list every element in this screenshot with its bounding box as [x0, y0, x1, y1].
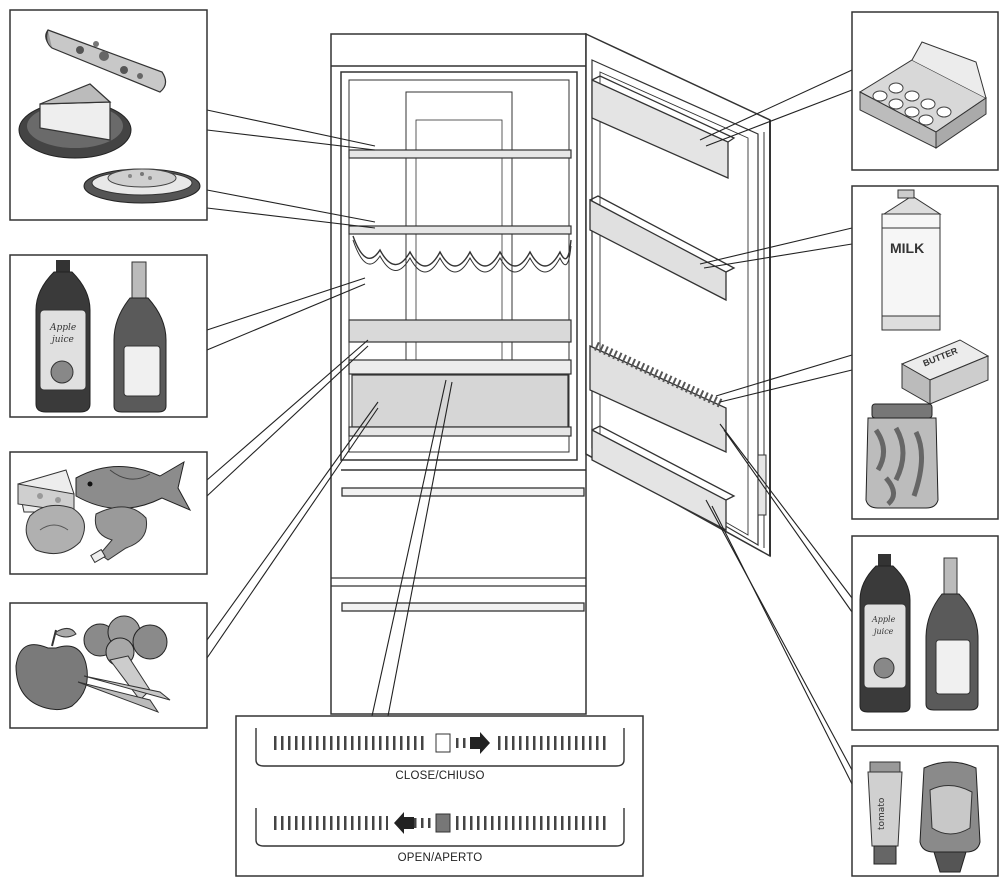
leader-eggs-b [705, 89, 853, 147]
open-slider-track [414, 818, 434, 828]
callout-leftovers [9, 9, 208, 221]
leader-meat-a [206, 339, 369, 481]
door-bin-middle-rim [589, 195, 736, 273]
leader-lines [206, 69, 853, 785]
apple-icon [15, 628, 88, 711]
humidity-open-tray [255, 808, 625, 847]
callout-dairy [851, 185, 999, 520]
leader-crisper-b [206, 407, 379, 659]
chicken-leg-icon [90, 506, 148, 564]
wine-rack-inner [352, 239, 572, 273]
carrot-icon [77, 675, 171, 714]
freezer-drawer-handle-2 [341, 602, 585, 612]
open-vents-left [270, 816, 388, 830]
fridge-shelves [348, 149, 572, 437]
leader-wine-rack-b [206, 283, 366, 351]
wine-bottle-icon-right [925, 557, 979, 711]
leader-top-shelf-b [206, 129, 376, 151]
svg-text:juice: juice [50, 335, 74, 345]
svg-text:Apple: Apple [49, 323, 76, 333]
bottom-shelf [348, 426, 572, 437]
meat-icon [25, 504, 85, 555]
leader-wine-rack-a [206, 277, 366, 331]
door-bin-top-rim [591, 75, 736, 143]
cheese-icon [17, 469, 75, 513]
svg-text:juice: juice [872, 627, 894, 636]
leader-top-shelf-a [206, 109, 376, 147]
callout-vegetables [9, 602, 208, 729]
leader-second-shelf-b [206, 207, 376, 229]
humidity-close-tray [255, 728, 625, 767]
freezer-drawers [331, 487, 586, 612]
close-slider-track [452, 738, 472, 748]
leader-milk-b [703, 243, 853, 269]
leader-butter-a [715, 354, 853, 397]
door-bin-bottle-rack [589, 344, 727, 454]
leader-eggs-a [699, 69, 853, 141]
door-bin-bottom [591, 428, 727, 532]
bottle-rack-bars [594, 341, 724, 409]
leader-butter-b [719, 369, 853, 403]
leader-tubes-b [711, 505, 853, 785]
arrow-right-icon [470, 732, 490, 754]
humidity-close-label: CLOSE/CHIUSO [395, 770, 485, 782]
fish-icon [75, 460, 192, 512]
egg-carton-icon [858, 41, 987, 149]
door-bin-bottom-rim [591, 425, 736, 501]
open-vents-right [456, 816, 610, 830]
leader-bottles-b [723, 429, 853, 613]
close-vents-left [270, 736, 428, 750]
crisper-cover [348, 359, 572, 375]
juice-bottle-icon-right: Apple juice [859, 554, 911, 713]
leader-second-shelf-a [206, 189, 376, 223]
callout-tubes-sauces: tomato [851, 745, 999, 877]
callout-door-bottles: Apple juice [851, 535, 999, 731]
arrow-left-icon [394, 812, 414, 834]
callout-wine-juice: Apple juice [9, 254, 208, 418]
door-inner-panel [599, 71, 749, 536]
door-bin-middle [589, 198, 727, 302]
open-slider-knob[interactable] [435, 813, 451, 833]
humidity-control-panel [235, 715, 644, 877]
callout-eggs [851, 11, 999, 171]
shelf-glass-cover [348, 319, 572, 343]
pizza-slice-icon [45, 29, 167, 93]
leader-milk-a [699, 227, 853, 265]
close-slider-knob[interactable] [435, 733, 451, 753]
compartment-inner-wall [348, 79, 570, 453]
juice-bottle-icon: Apple juice [35, 260, 91, 413]
door-gasket [591, 59, 759, 547]
crisper-drawer [351, 374, 569, 428]
milk-carton-icon [881, 189, 942, 331]
callout-meat-fish [9, 451, 208, 575]
sauce-bottle-icon [919, 761, 981, 873]
tube-icon: tomato [867, 761, 903, 865]
pickle-jar-icon [865, 403, 939, 509]
leader-meat-b [206, 345, 369, 497]
door-bins [589, 75, 736, 532]
svg-text:Apple: Apple [871, 615, 896, 624]
leader-tubes-a [705, 499, 853, 771]
leader-humidity-a [371, 379, 447, 717]
butter-block-icon [900, 339, 990, 405]
door-handle [757, 454, 767, 516]
svg-text:tomato: tomato [877, 797, 887, 830]
freezer-drawer-handle-1 [341, 487, 585, 497]
humidity-open-label: OPEN/APERTO [397, 852, 483, 864]
rice-plate-icon [83, 168, 201, 204]
milk-carton-label: MILK [890, 240, 925, 256]
door-bin-top [591, 78, 729, 179]
leader-bottles-a [719, 423, 853, 599]
wine-bottle-icon [113, 261, 167, 413]
leader-crisper-a [206, 401, 379, 641]
leader-humidity-b [387, 381, 453, 717]
shelf-second [348, 225, 572, 235]
wine-rack [352, 235, 572, 267]
close-vents-right [498, 736, 610, 750]
cake-plate-icon [18, 83, 132, 159]
shelf-top [348, 149, 572, 159]
